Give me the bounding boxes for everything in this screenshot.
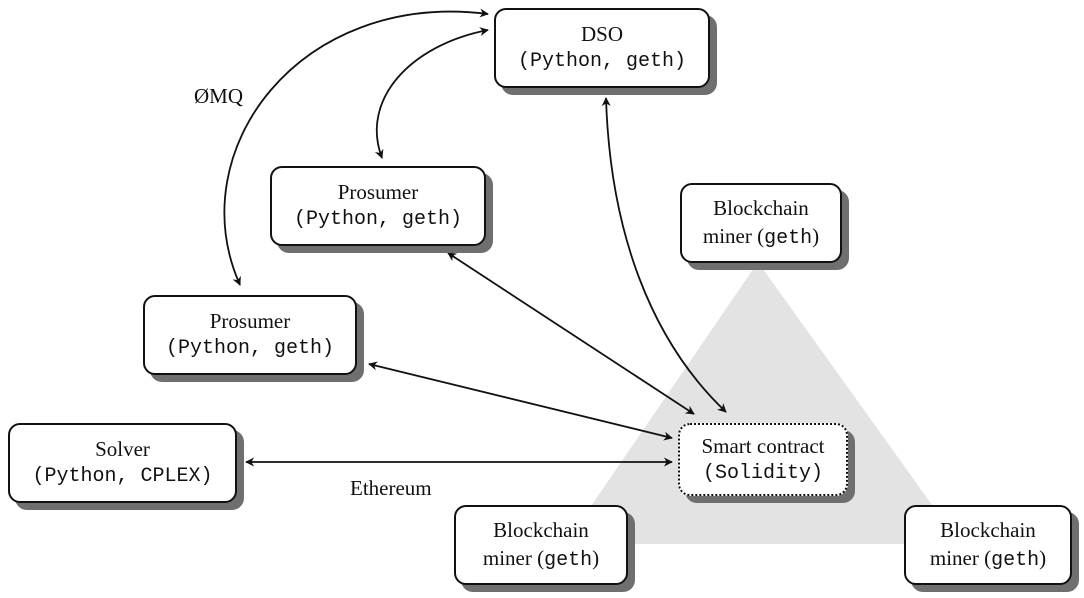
blockchain-miner-bottom-right-node: Blockchain miner (geth): [904, 505, 1072, 585]
node-title: Prosumer: [337, 180, 419, 204]
ethereum-label: Ethereum: [350, 476, 432, 500]
node-title: DSO: [580, 22, 623, 46]
arrow-prosumer-left-smart-contract: [368, 361, 673, 441]
blockchain-miner-bottom-left-node: Blockchain miner (geth): [454, 505, 628, 585]
node-title: Blockchain: [713, 195, 809, 220]
node-title: Blockchain: [493, 517, 589, 542]
node-title: Solver: [95, 437, 150, 461]
arrow-prosumer-top-smart-contract: [447, 252, 695, 415]
prosumer-top-node: Prosumer (Python, geth): [270, 166, 486, 246]
arrow-dso-prosumer-left: [223, 8, 489, 286]
node-detail: miner (geth): [482, 545, 600, 572]
node-detail: miner (geth): [929, 545, 1047, 572]
dso-node: DSO (Python, geth): [494, 8, 710, 88]
node-detail: (Python, geth): [517, 50, 687, 73]
node-title: Blockchain: [940, 517, 1036, 542]
node-title: Smart contract: [701, 433, 825, 458]
node-detail: (Python, CPLEX): [32, 465, 213, 488]
smart-contract-node: Smart contract (Solidity): [678, 423, 848, 496]
blockchain-miner-top-node: Blockchain miner (geth): [680, 183, 842, 263]
arrow-dso-prosumer-top: [374, 27, 489, 159]
node-title: Prosumer: [209, 309, 291, 333]
zeromq-label: ØMQ: [194, 84, 244, 108]
node-detail: (Python, geth): [293, 208, 463, 231]
blockchain-network-triangle: [565, 262, 960, 544]
solver-node: Solver (Python, CPLEX): [8, 423, 237, 503]
prosumer-left-node: Prosumer (Python, geth): [143, 295, 357, 375]
node-detail: (Python, geth): [165, 337, 335, 360]
node-detail: miner (geth): [702, 223, 820, 250]
node-detail: (Solidity): [702, 461, 824, 485]
